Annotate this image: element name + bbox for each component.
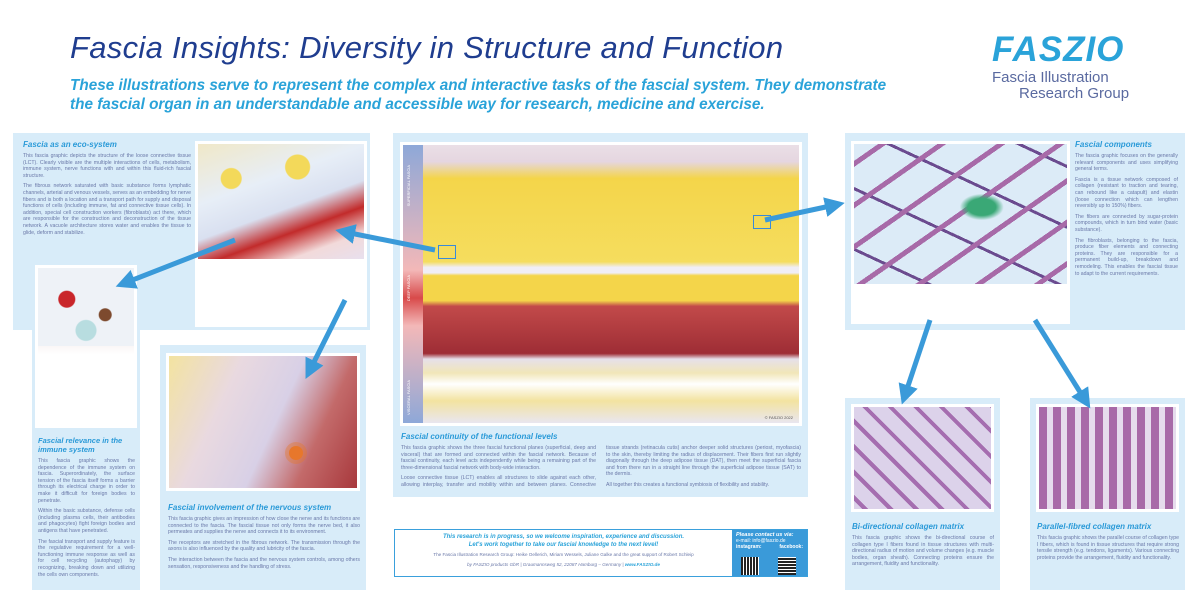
bidirectional-illustration: [851, 404, 994, 512]
components-illustration: [851, 141, 1070, 324]
nervous-illustration: [166, 353, 360, 491]
faszio-logo: FASZIO Fascia Illustration Research Grou…: [992, 30, 1142, 102]
layer-label-visceral: VISCERAL FASCIA: [406, 380, 411, 415]
logo-line2: Research Group: [1019, 85, 1130, 102]
continuity-panel: SUPERFICIAL FASCIA DEEP FASCIA VISCERAL …: [393, 133, 808, 497]
bidirectional-panel: Bi-directional collagen matrix This fasc…: [845, 398, 1000, 590]
contact-box: Please contact us via: e-mail: info@fasz…: [732, 530, 807, 576]
ecosystem-illustration: [195, 141, 367, 327]
parallel-illustration: [1036, 404, 1179, 512]
poster-subtitle: These illustrations serve to represent t…: [70, 77, 887, 113]
parallel-text: This fascia graphic shows the parallel c…: [1037, 535, 1179, 561]
components-text-2: Fascia is a tissue network composed of c…: [1075, 176, 1178, 210]
footer-address: by FASZIO products GbR | Graumannsweg 52…: [467, 562, 625, 567]
continuity-title: Fascial continuity of the functional lev…: [401, 432, 558, 441]
footer-credits: The Fascia Illustration Research Group: …: [433, 552, 694, 557]
nervous-panel: Fascial involvement of the nervous syste…: [160, 345, 366, 590]
footer-line2: Let's work together to take our fascial …: [468, 541, 659, 548]
layer-label-deep: DEEP FASCIA: [406, 275, 411, 302]
immune-text-3: The fascial transport and supply feature…: [38, 538, 135, 578]
components-text-3: The fibers are connected by sugar-protei…: [1075, 213, 1178, 233]
immune-text-2: Within the basic substance, defense cell…: [38, 508, 135, 534]
poster-title: Fascia Insights: Diversity in Structure …: [70, 30, 784, 65]
email-link[interactable]: e-mail: info@faszio.de: [736, 538, 786, 544]
arrow-to-parallel: [1032, 318, 1091, 409]
components-panel: Fascial components The fascia graphic fo…: [845, 133, 1185, 330]
nervous-text-1: This fascia graphic gives an impression …: [168, 516, 360, 536]
facebook-label: facebook:: [779, 544, 803, 550]
layer-label-superficial: SUPERFICIAL FASCIA: [406, 165, 411, 207]
components-title: Fascial components: [1075, 140, 1152, 149]
nervous-title: Fascial involvement of the nervous syste…: [168, 503, 332, 512]
copyright: © FASZIO 2022: [764, 415, 793, 420]
ecosystem-text-1: This fascia graphic depicts the structur…: [23, 153, 191, 179]
logo-line1: Fascia Illustration: [992, 69, 1109, 86]
immune-title: Fascial relevance in the immune system: [38, 436, 123, 454]
continuity-illustration: SUPERFICIAL FASCIA DEEP FASCIA VISCERAL …: [400, 142, 802, 426]
instagram-qr-code[interactable]: [741, 557, 759, 575]
footer-line1: This research is in progress, so we welc…: [442, 534, 685, 540]
arrow-to-bidirectional: [898, 319, 933, 405]
continuity-text-2: Loose connective tissue (LCT) enables al…: [401, 445, 801, 488]
nervous-text-3: The interaction between the fascia and t…: [168, 556, 360, 570]
logo-brand: FASZIO: [992, 30, 1125, 69]
facebook-qr-code[interactable]: [778, 557, 796, 575]
continuity-text-1: This fascia graphic shows the three fasc…: [401, 445, 596, 471]
continuity-text-3: All together this creates a functional s…: [606, 481, 770, 488]
instagram-label: instagram:: [736, 544, 762, 550]
immune-illustration: [35, 265, 137, 428]
immune-text-1: This fascia graphic shows the dependence…: [38, 458, 135, 504]
contact-title: Please contact us via:: [736, 532, 794, 538]
bidirectional-text: This fascia graphic shows the bi-directi…: [852, 535, 994, 568]
bidirectional-title: Bi-directional collagen matrix: [852, 522, 965, 531]
components-text-1: The fascia graphic focuses on the genera…: [1075, 153, 1178, 173]
ecosystem-legend: [198, 259, 364, 267]
nervous-text-2: The receptors are stretched in the fibro…: [168, 539, 360, 553]
ecosystem-title: Fascia as an eco-system: [23, 140, 117, 149]
parallel-title: Parallel-fibred collagen matrix: [1037, 522, 1152, 531]
footer-box: This research is in progress, so we welc…: [394, 529, 808, 577]
parallel-panel: Parallel-fibred collagen matrix This fas…: [1030, 398, 1185, 590]
ecosystem-text-2: The fibrous network saturated with basic…: [23, 183, 191, 236]
immune-panel: Fascial relevance in the immune system T…: [32, 262, 140, 590]
website-link[interactable]: www.FASZIO.de: [624, 562, 660, 567]
components-text-4: The fibroblasts, belonging to the fascia…: [1075, 237, 1178, 277]
